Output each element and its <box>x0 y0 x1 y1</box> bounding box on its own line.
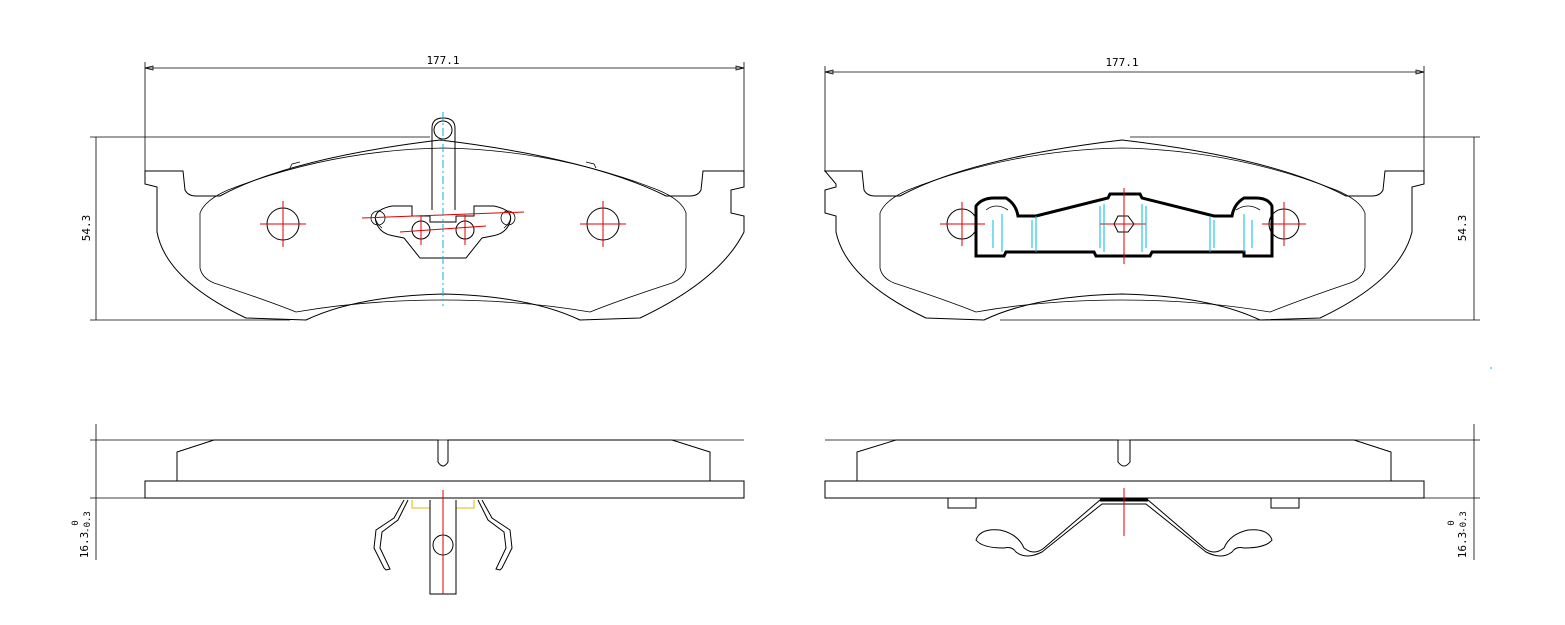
tolerance-lower: -0.3 <box>83 511 93 533</box>
side-view-right: 16.3 0 -0.3 <box>824 424 1480 560</box>
front-view-left: 177.1 54.3 <box>80 54 745 321</box>
height-dimension-label: 54.3 <box>1456 215 1469 242</box>
front-view-right: 177.1 54.3 <box>823 56 1492 369</box>
tolerance-upper: 0 <box>1447 520 1457 525</box>
side-view-left: 16.3 0 -0.3 <box>71 424 745 595</box>
width-dimension-label: 177.1 <box>1105 56 1138 69</box>
thickness-dimension-label: 16.3 <box>78 532 91 559</box>
height-dimension-label: 54.3 <box>80 215 93 242</box>
thickness-dimension-label: 16.3 <box>1456 532 1469 559</box>
width-dimension-label: 177.1 <box>426 54 459 67</box>
tolerance-upper: 0 <box>71 520 81 525</box>
tolerance-lower: -0.3 <box>1459 511 1469 533</box>
